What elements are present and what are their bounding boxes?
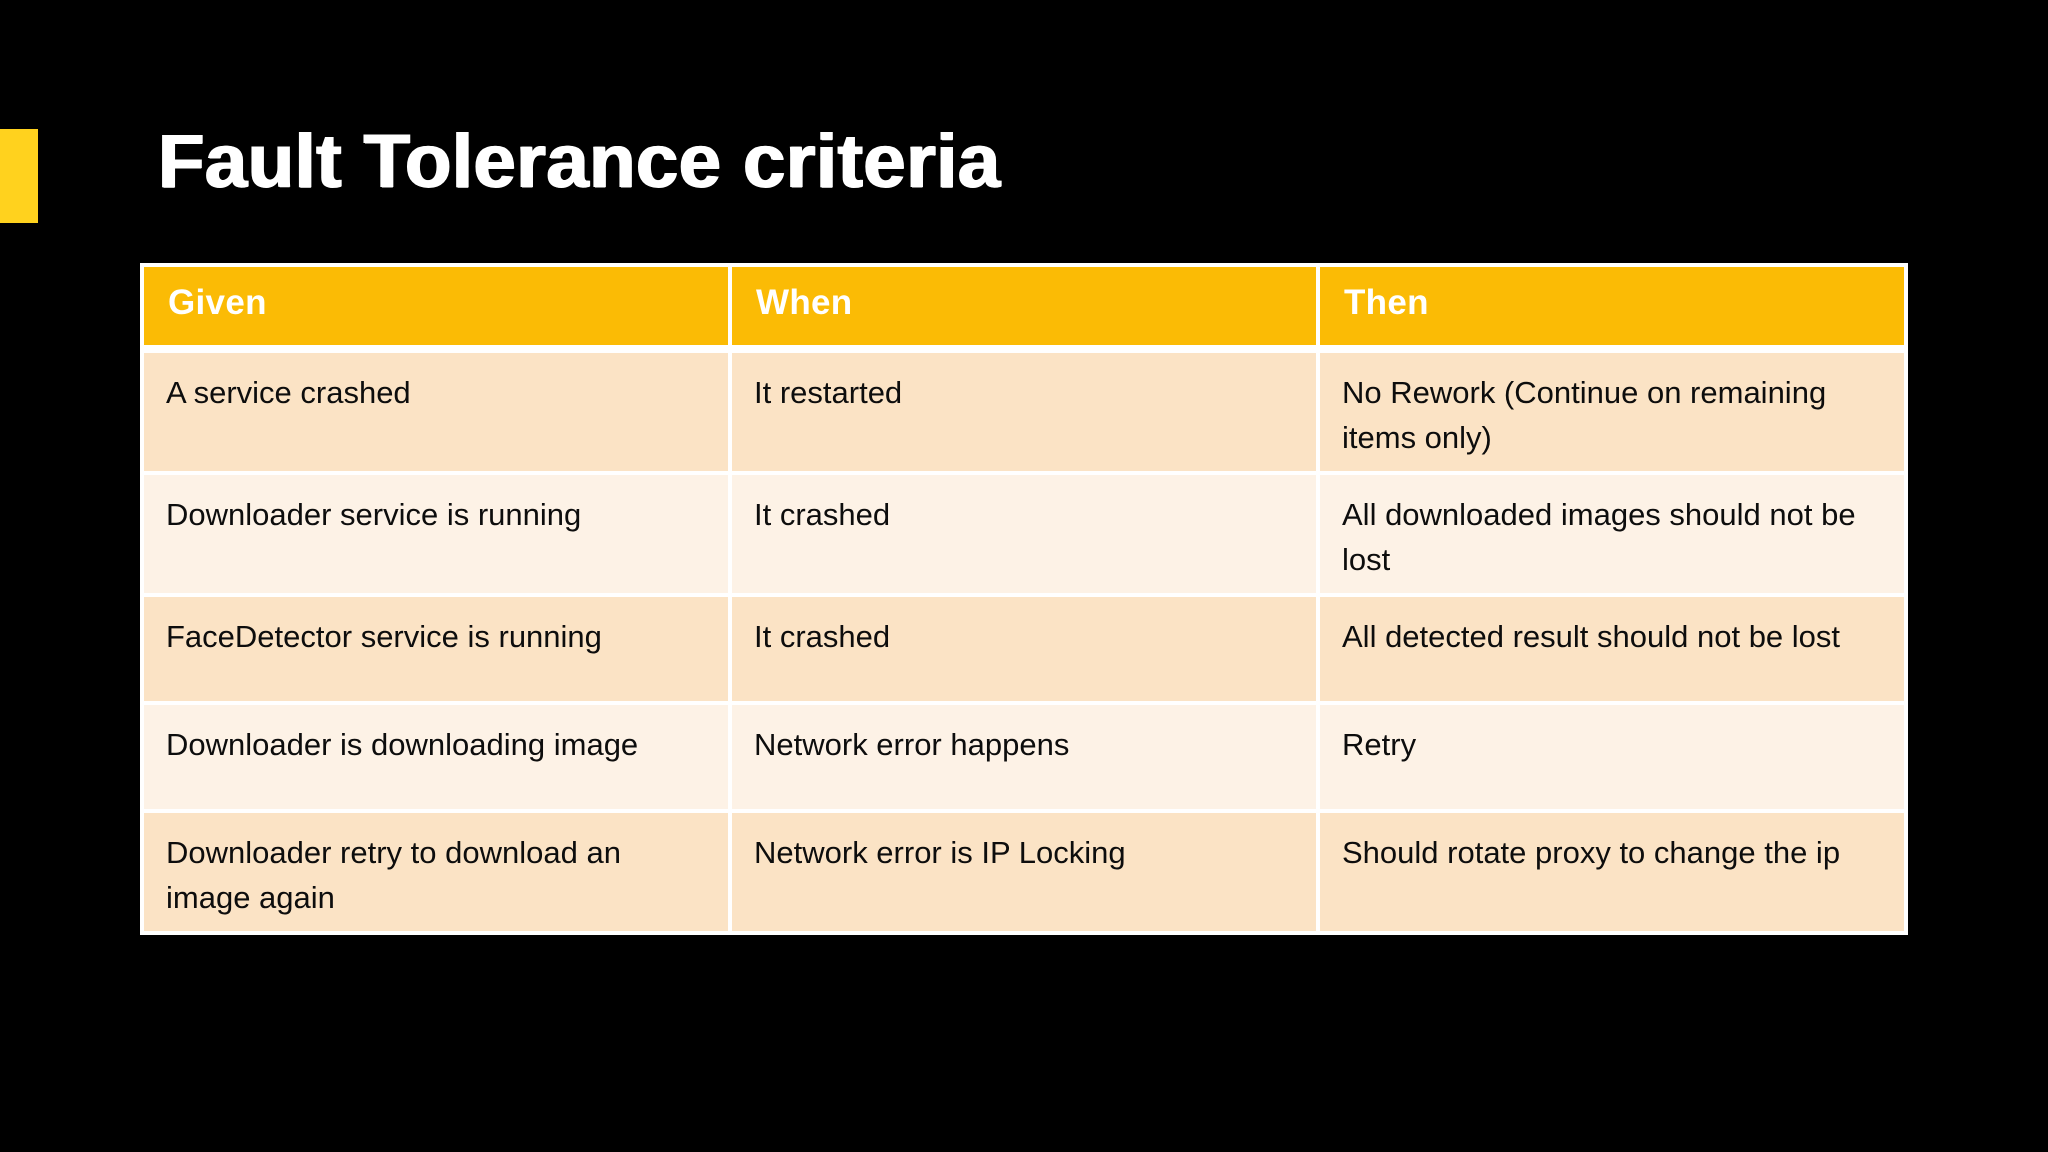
table-cell-when: It crashed [728, 470, 1320, 597]
table-cell-given: A service crashed [140, 347, 732, 475]
table-cell-when: Network error happens [728, 700, 1320, 813]
table-header-row: Given When Then [140, 263, 1908, 353]
table-cell-given: FaceDetector service is running [140, 592, 732, 705]
accent-rectangle [0, 129, 38, 223]
fault-tolerance-table: Given When Then A service crashed It res… [140, 263, 1908, 935]
table-row: FaceDetector service is running It crash… [140, 592, 1908, 705]
table-cell-then: All detected result should not be lost [1316, 592, 1908, 705]
table-header: Given When Then [140, 263, 1908, 353]
table-row: A service crashed It restarted No Rework… [140, 347, 1908, 475]
table-cell-then: All downloaded images should not be lost [1316, 470, 1908, 597]
table-cell-when: Network error is IP Locking [728, 808, 1320, 935]
column-header-then: Then [1316, 263, 1908, 353]
table-cell-when: It crashed [728, 592, 1320, 705]
table-cell-when: It restarted [728, 347, 1320, 475]
column-header-when: When [728, 263, 1320, 353]
table-body: A service crashed It restarted No Rework… [140, 347, 1908, 935]
table-cell-given: Downloader service is running [140, 470, 732, 597]
table-cell-given: Downloader is downloading image [140, 700, 732, 813]
table-row: Downloader service is running It crashed… [140, 470, 1908, 597]
column-header-given: Given [140, 263, 732, 353]
table-cell-given: Downloader retry to download an image ag… [140, 808, 732, 935]
slide-title: Fault Tolerance criteria [158, 119, 1001, 204]
table-cell-then: No Rework (Continue on remaining items o… [1316, 347, 1908, 475]
table-row: Downloader is downloading image Network … [140, 700, 1908, 813]
table-cell-then: Should rotate proxy to change the ip [1316, 808, 1908, 935]
table-row: Downloader retry to download an image ag… [140, 808, 1908, 935]
table-cell-then: Retry [1316, 700, 1908, 813]
